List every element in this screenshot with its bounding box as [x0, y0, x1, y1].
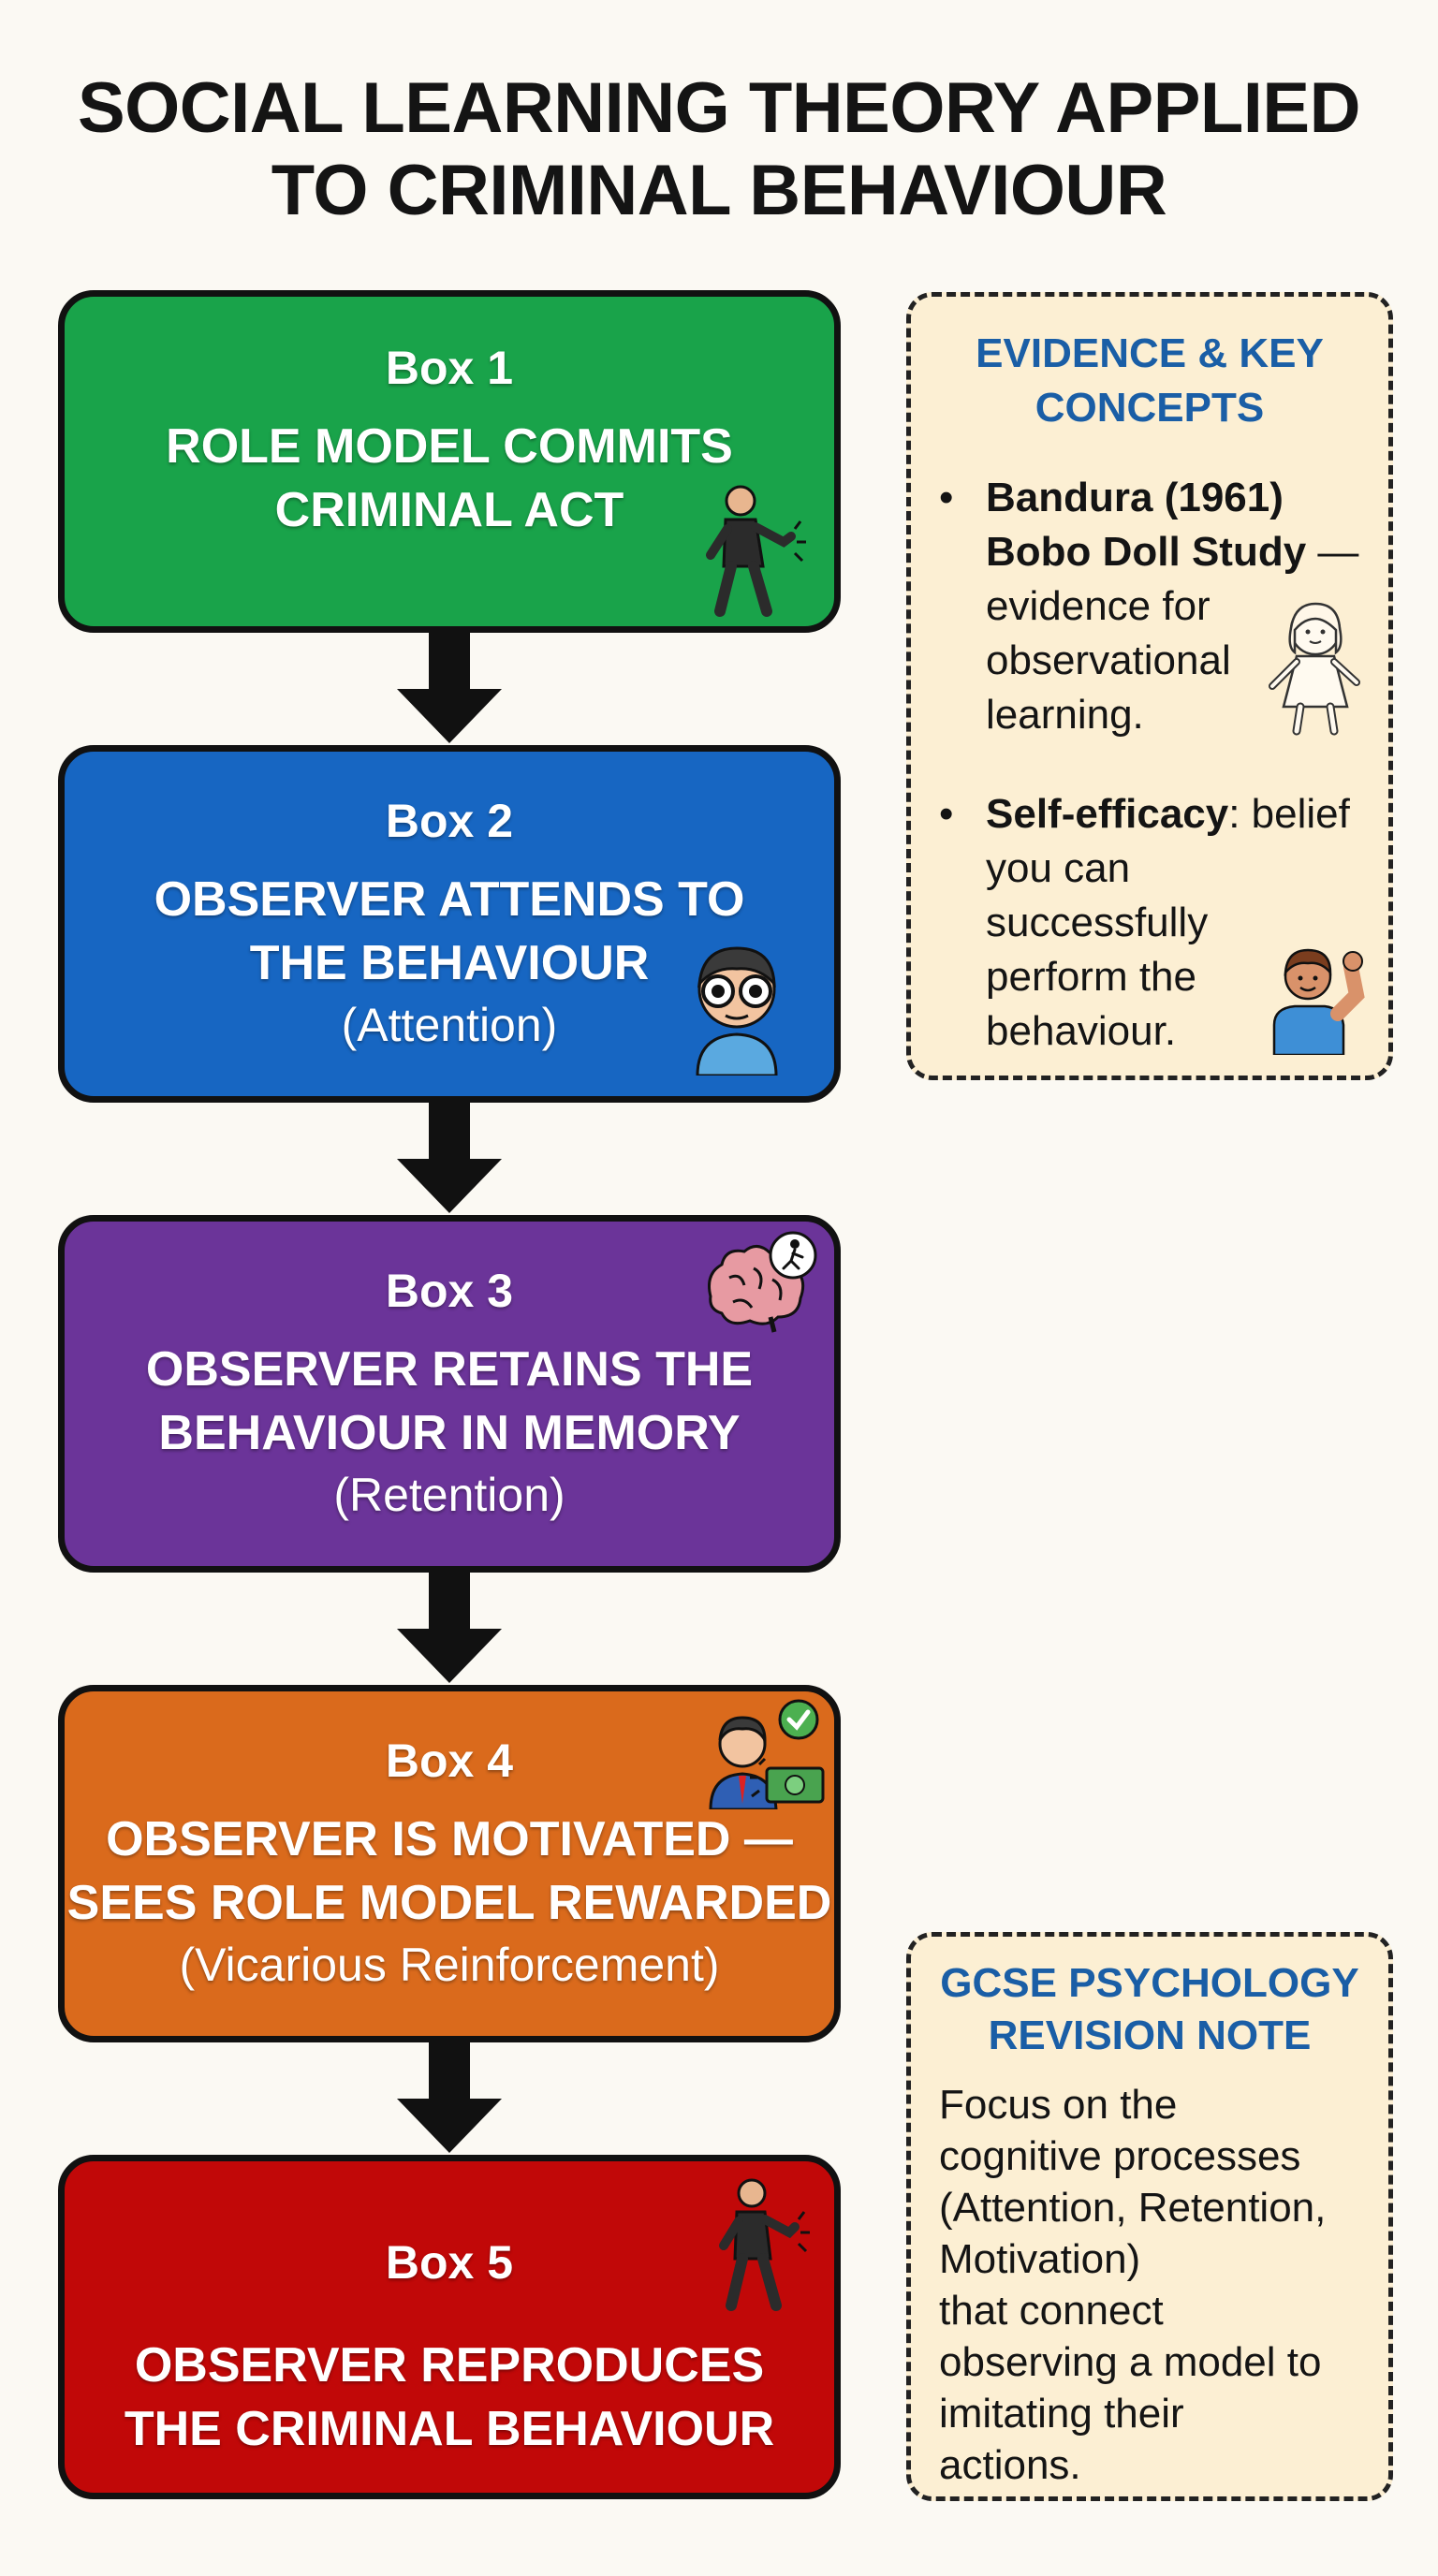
- bullet-dot: •: [939, 475, 954, 520]
- box-text-line-1: OBSERVER RETAINS THE: [145, 1342, 754, 1397]
- flow-arrow: [397, 1573, 502, 1683]
- observer-eyes-icon: [696, 946, 778, 1076]
- box-text: ROLE MODEL COMMITS CRIMINAL ACT: [65, 415, 834, 542]
- box-text-line-2: THE CRIMINAL BEHAVIOUR: [124, 2402, 775, 2456]
- revision-line: that connect: [939, 2288, 1164, 2334]
- revision-line: Focus on the: [939, 2082, 1178, 2128]
- box-text-line-2: CRIMINAL ACT: [274, 483, 624, 537]
- box-text-line-2: SEES ROLE MODEL REWARDED: [66, 1876, 832, 1930]
- flow-arrow: [397, 1103, 502, 1213]
- revision-title: GCSE PSYCHOLOGY REVISION NOTE: [911, 1957, 1388, 2062]
- box-label: Box 3: [385, 1265, 514, 1317]
- revision-line: imitating their: [939, 2391, 1184, 2437]
- title-line-1: SOCIAL LEARNING THEORY APPLIED: [77, 68, 1361, 148]
- flow-box-5: Box 5 OBSERVER REPRODUCES THE CRIMINAL B…: [58, 2155, 841, 2499]
- box-text: OBSERVER RETAINS THE BEHAVIOUR IN MEMORY: [65, 1338, 834, 1465]
- bullet-text-line: behaviour.: [986, 1008, 1177, 1054]
- box-text: OBSERVER REPRODUCES THE CRIMINAL BEHAVIO…: [65, 2334, 834, 2461]
- self-efficacy-term: Self-efficacy: [986, 791, 1229, 837]
- criminal-figure-icon: [719, 2178, 810, 2311]
- box-label: Box 1: [385, 342, 514, 394]
- box-text-line-1: ROLE MODEL COMMITS: [166, 419, 733, 474]
- brain-memory-icon: [708, 1231, 817, 1333]
- flow-box-3: Box 3 OBSERVER RETAINS THE BEHAVIOUR IN …: [58, 1215, 841, 1573]
- bullet-text-line: perform the: [986, 954, 1196, 1000]
- bullet-text-line: learning.: [986, 692, 1144, 738]
- evidence-title: EVIDENCE & KEY CONCEPTS: [911, 327, 1388, 435]
- evidence-title-line-2: CONCEPTS: [1034, 385, 1265, 431]
- evidence-title-line-1: EVIDENCE & KEY: [976, 330, 1324, 376]
- box-text-line-2: BEHAVIOUR IN MEMORY: [158, 1406, 741, 1460]
- flow-box-1: Box 1 ROLE MODEL COMMITS CRIMINAL ACT: [58, 290, 841, 633]
- flow-box-4: Box 4 OBSERVER IS MOTIVATED — SEES ROLE …: [58, 1685, 841, 2042]
- bullet-text: : belief: [1228, 791, 1350, 837]
- evidence-bullet-bandura: • Bandura (1961) Bobo Doll Study — evide…: [911, 471, 1388, 742]
- revision-line: observing a model to: [939, 2339, 1322, 2385]
- bullet-dot: •: [939, 791, 954, 837]
- box-text-line-1: OBSERVER REPRODUCES: [134, 2338, 765, 2393]
- box-text-line-2: THE BEHAVIOUR: [249, 936, 650, 990]
- bullet-dash: —: [1306, 529, 1359, 575]
- box-label: Box 5: [385, 2236, 514, 2289]
- flow-arrow: [397, 2042, 502, 2153]
- box-text-line-1: OBSERVER IS MOTIVATED —: [106, 1812, 793, 1866]
- flow-box-2: Box 2 OBSERVER ATTENDS TO THE BEHAVIOUR …: [58, 745, 841, 1103]
- box-text: OBSERVER ATTENDS TO THE BEHAVIOUR: [65, 868, 834, 995]
- bullet-text-line: observational: [986, 637, 1231, 683]
- revision-title-line-2: REVISION NOTE: [988, 2012, 1312, 2058]
- box-text: OBSERVER IS MOTIVATED — SEES ROLE MODEL …: [65, 1808, 834, 1935]
- criminal-figure-icon: [706, 485, 806, 617]
- revision-note-panel: GCSE PSYCHOLOGY REVISION NOTE Focus on t…: [906, 1932, 1393, 2501]
- revision-line: Motivation): [939, 2236, 1141, 2282]
- evidence-bullet-self-efficacy: • Self-efficacy: belief you can successf…: [911, 787, 1388, 1059]
- bobo-doll-icon: [1269, 602, 1360, 736]
- reward-money-icon: [709, 1699, 825, 1809]
- box-subtext: (Attention): [341, 999, 558, 1051]
- box-subtext: (Retention): [333, 1469, 565, 1521]
- revision-body: Focus on the cognitive processes (Attent…: [911, 2079, 1388, 2491]
- flow-arrow: [397, 633, 502, 743]
- flexing-person-icon: [1272, 948, 1365, 1055]
- bullet-text-line: evidence for: [986, 583, 1211, 629]
- revision-line: (Attention, Retention,: [939, 2185, 1327, 2231]
- bullet-text-line: you can: [986, 845, 1131, 891]
- box-label: Box 2: [385, 795, 514, 847]
- bullet-text-line: successfully: [986, 900, 1209, 945]
- bobo-doll-study: Bobo Doll Study: [986, 529, 1307, 575]
- evidence-panel: EVIDENCE & KEY CONCEPTS • Bandura (1961)…: [906, 292, 1393, 1080]
- revision-line: actions.: [939, 2442, 1081, 2488]
- revision-title-line-1: GCSE PSYCHOLOGY: [940, 1960, 1359, 2006]
- box-subtext: (Vicarious Reinforcement): [179, 1939, 720, 1991]
- page-title: SOCIAL LEARNING THEORY APPLIED TO CRIMIN…: [0, 67, 1438, 232]
- box-text-line-1: OBSERVER ATTENDS TO: [154, 872, 745, 927]
- box-label: Box 4: [385, 1734, 514, 1787]
- bandura-citation: Bandura (1961): [986, 475, 1284, 520]
- revision-line: cognitive processes: [939, 2133, 1301, 2179]
- title-line-2: TO CRIMINAL BEHAVIOUR: [271, 151, 1167, 230]
